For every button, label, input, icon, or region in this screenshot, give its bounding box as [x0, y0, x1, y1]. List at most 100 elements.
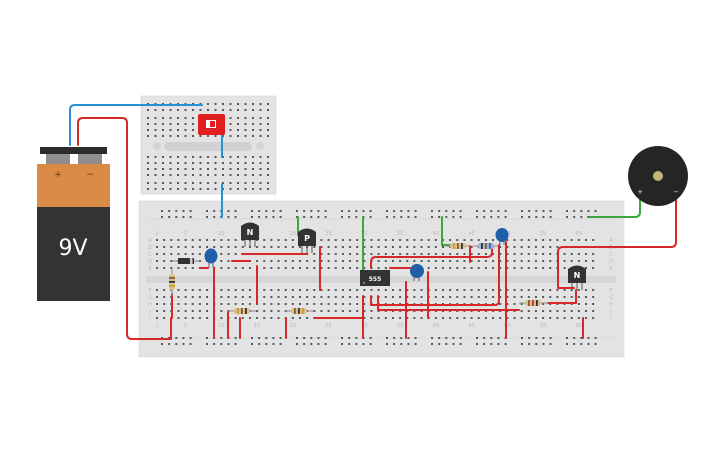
slide-switch[interactable] — [198, 114, 225, 135]
main-hole — [585, 253, 587, 255]
main-hole — [577, 260, 580, 262]
capacitor-1[interactable] — [204, 248, 218, 269]
main-hole — [198, 253, 201, 255]
main-rail-hole — [369, 216, 372, 218]
mini-hole — [147, 174, 149, 176]
column-number: 5 — [184, 231, 187, 237]
mini-hole — [214, 168, 217, 170]
main-hole — [556, 296, 559, 298]
main-hole — [306, 267, 309, 269]
main-hole — [585, 296, 587, 298]
main-rail-hole — [452, 210, 455, 212]
main-hole — [263, 267, 266, 269]
mini-hole — [207, 168, 209, 170]
main-hole — [313, 303, 316, 305]
main-hole — [291, 267, 294, 269]
mini-rail-hole — [244, 188, 247, 190]
mini-rail-hole — [207, 109, 209, 111]
main-hole — [463, 296, 466, 298]
mini-rail-hole — [207, 182, 209, 184]
main-rail-hole — [438, 216, 441, 218]
mini-hole — [252, 135, 254, 137]
transistor-pnp-2[interactable]: P — [298, 228, 316, 254]
mini-rail-hole — [214, 103, 217, 105]
piezo-buzzer[interactable]: + − — [628, 146, 688, 206]
main-rail-hole — [272, 343, 275, 345]
main-hole — [513, 239, 516, 241]
main-rail-hole — [310, 343, 313, 345]
mini-hole — [192, 168, 194, 170]
timer-ic-555[interactable]: 555 — [360, 270, 390, 286]
mini-hole — [162, 135, 164, 137]
capacitor-2[interactable] — [410, 264, 424, 281]
resistor-3[interactable] — [445, 243, 470, 249]
mini-rail-hole — [259, 182, 262, 184]
main-hole — [384, 253, 387, 255]
main-hole — [484, 289, 487, 291]
main-hole — [399, 246, 402, 248]
main-hole — [234, 253, 237, 255]
main-hole — [442, 296, 444, 298]
mini-hole — [162, 174, 164, 176]
mini-rail-hole — [222, 182, 224, 184]
main-hole — [427, 260, 430, 262]
resistor-5[interactable] — [519, 300, 548, 306]
main-hole — [477, 239, 480, 241]
main-rail-hole — [431, 343, 433, 345]
main-hole — [184, 317, 187, 319]
main-hole — [356, 296, 359, 298]
main-hole — [327, 296, 330, 298]
main-hole — [527, 289, 530, 291]
row-letter: H — [609, 302, 613, 308]
row-letter: B — [148, 245, 152, 251]
main-hole — [549, 289, 552, 291]
main-rail-hole — [580, 337, 583, 339]
mini-rail-hole — [169, 188, 172, 190]
transistor-npn-3[interactable]: N — [568, 265, 586, 291]
wire-red-12 — [370, 244, 500, 306]
main-hole — [334, 296, 337, 298]
mini-rail-hole — [267, 103, 269, 105]
resistor-vertical[interactable] — [169, 268, 175, 296]
column-number: 55 — [540, 323, 546, 329]
main-hole — [220, 239, 223, 241]
main-hole — [377, 267, 380, 269]
main-hole — [306, 253, 309, 255]
main-rail-hole — [587, 343, 590, 345]
mini-hole — [184, 162, 187, 164]
mini-rail-hole — [259, 109, 262, 111]
mini-hole — [244, 162, 247, 164]
resistor-1[interactable] — [228, 308, 256, 314]
main-hole — [291, 239, 294, 241]
mini-rail-hole — [222, 103, 224, 105]
row-letter: D — [609, 259, 613, 265]
mini-hole — [244, 123, 247, 125]
mini-hole — [252, 129, 254, 131]
resistor-4[interactable] — [473, 243, 498, 249]
mini-hole — [259, 117, 262, 119]
main-rail-hole — [535, 337, 538, 339]
mini-hole — [237, 162, 239, 164]
main-hole — [234, 239, 237, 241]
main-rail-hole — [213, 343, 216, 345]
transistor-npn-1[interactable]: N — [241, 222, 259, 248]
main-hole — [592, 296, 595, 298]
main-rail-hole — [452, 343, 455, 345]
main-hole — [299, 246, 301, 248]
main-rail-hole — [348, 210, 351, 212]
main-rail-hole — [251, 210, 253, 212]
main-hole — [198, 289, 201, 291]
main-hole — [563, 296, 566, 298]
transistor-2-label: P — [304, 234, 310, 243]
capacitor-3[interactable] — [495, 228, 509, 245]
mini-rail-hole — [259, 103, 262, 105]
row-letter: J — [609, 316, 611, 322]
main-hole — [270, 310, 273, 312]
main-hole — [363, 246, 366, 248]
main-hole — [592, 260, 595, 262]
main-hole — [220, 246, 223, 248]
diode[interactable] — [172, 258, 200, 264]
main-hole — [463, 253, 466, 255]
resistor-2[interactable] — [285, 308, 314, 314]
main-rail-hole — [445, 337, 448, 339]
